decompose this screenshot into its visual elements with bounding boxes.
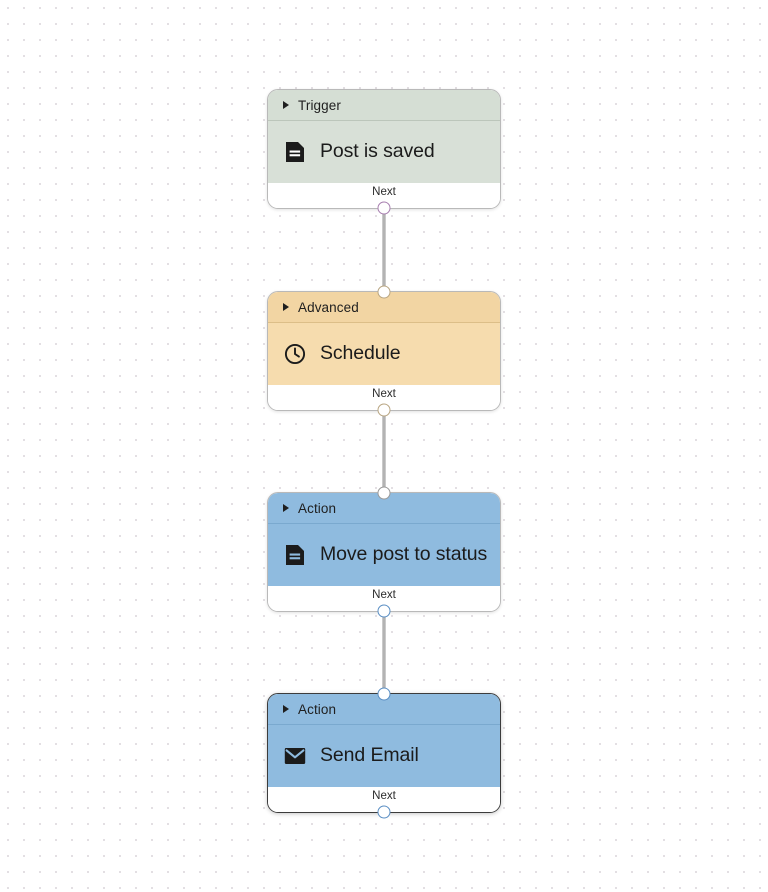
workflow-node-trigger[interactable]: Trigger Post is saved Next xyxy=(267,89,501,215)
node-title: Move post to status xyxy=(320,543,488,566)
envelope-icon xyxy=(284,745,306,767)
node-category-label: Action xyxy=(298,701,337,717)
disclosure-triangle-icon[interactable] xyxy=(283,705,289,713)
node-footer-label: Next xyxy=(372,186,396,198)
node-divider xyxy=(268,120,500,121)
document-icon xyxy=(284,544,306,566)
node-input-port[interactable] xyxy=(377,687,391,701)
node-output-port[interactable] xyxy=(377,403,391,417)
workflow-node-move-post-to-status[interactable]: Action Move post to status Next xyxy=(267,486,501,618)
node-footer-label: Next xyxy=(372,589,396,601)
node-input-port[interactable] xyxy=(377,486,391,500)
node-title: Schedule xyxy=(320,342,401,365)
node-body[interactable]: Send Email xyxy=(268,725,500,787)
node-category-label: Advanced xyxy=(298,299,359,315)
node-title: Post is saved xyxy=(320,140,435,163)
node-output-port[interactable] xyxy=(377,604,391,618)
node-body[interactable]: Post is saved xyxy=(268,121,500,183)
workflow-node-send-email[interactable]: Action Send Email Next xyxy=(267,687,501,819)
clock-icon xyxy=(284,343,306,365)
node-body[interactable]: Move post to status xyxy=(268,524,500,586)
workflow-node-advanced-schedule[interactable]: Advanced Schedule Next xyxy=(267,285,501,417)
disclosure-triangle-icon[interactable] xyxy=(283,303,289,311)
disclosure-triangle-icon[interactable] xyxy=(283,504,289,512)
node-divider xyxy=(268,322,500,323)
node-input-port[interactable] xyxy=(377,285,391,299)
node-title: Send Email xyxy=(320,744,419,767)
node-divider xyxy=(268,724,500,725)
disclosure-triangle-icon[interactable] xyxy=(283,101,289,109)
node-category-label: Trigger xyxy=(298,97,341,113)
node-output-port[interactable] xyxy=(377,201,391,215)
document-icon xyxy=(284,141,306,163)
node-category-label: Action xyxy=(298,500,337,516)
node-footer-label: Next xyxy=(372,388,396,400)
node-body[interactable]: Schedule xyxy=(268,323,500,385)
node-header[interactable]: Trigger xyxy=(268,90,500,120)
node-divider xyxy=(268,523,500,524)
node-output-port[interactable] xyxy=(377,805,391,819)
node-footer-label: Next xyxy=(372,790,396,802)
